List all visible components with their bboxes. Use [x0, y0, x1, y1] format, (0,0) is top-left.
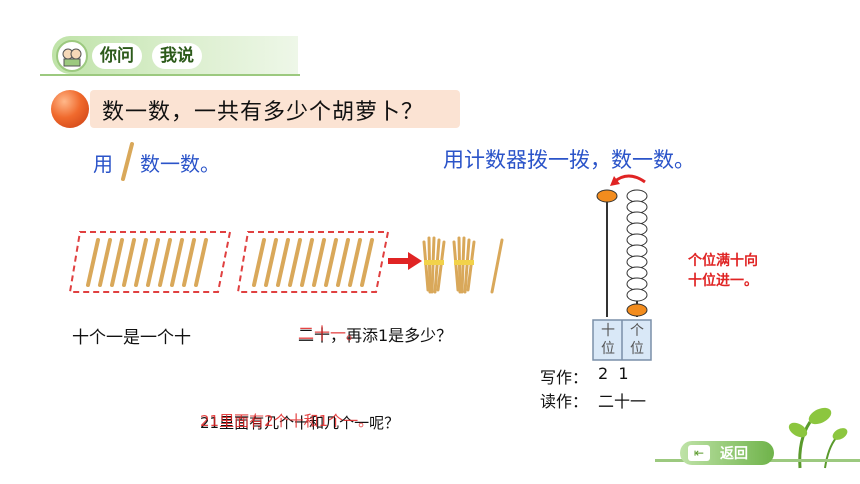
read-value: 二十一 — [598, 392, 647, 411]
caption-question: 二十，再添1是多少？ — [298, 326, 453, 345]
carry-note-line1: 个位满十向 — [688, 253, 758, 269]
banner-underline — [40, 74, 300, 76]
right-instruction: 用计数器拨一拨，数一数。 — [443, 148, 695, 172]
stick-group-1 — [68, 230, 233, 299]
tens-place-label: 十位 — [601, 323, 615, 357]
stick-bundles — [418, 234, 518, 302]
back-button[interactable]: ⇤ 返回 — [680, 441, 774, 465]
caption-ten-ones: 十个一是一个十 — [72, 328, 191, 348]
stick-group-2 — [236, 230, 391, 299]
bottom-answer: 21里面有2个十和1个一。 — [200, 412, 374, 430]
ones-place-label: 个位 — [630, 323, 644, 357]
left-instruction-suffix: 数一数。 — [140, 152, 220, 176]
bottom-question: 21里面有几个十和几个一呢？ — [200, 414, 400, 432]
sprout-icon — [770, 400, 850, 474]
written-value: 2 1 — [598, 364, 629, 383]
tab-wo-shuo: 我说 — [152, 43, 202, 69]
back-button-label: 返回 — [720, 446, 748, 462]
read-label: 读作： — [540, 392, 589, 411]
stick-icon — [118, 142, 138, 186]
written-label: 写作： — [540, 368, 589, 387]
tab-ni-wen: 你问 — [92, 43, 142, 69]
kids-icon — [56, 40, 88, 72]
question-ball-icon — [51, 90, 89, 128]
left-instruction-prefix: 用 — [93, 152, 113, 176]
carry-note-line2: 十位进一。 — [688, 273, 758, 289]
question-bar — [90, 90, 460, 128]
question-text: 数一数，一共有多少个胡萝卜？ — [102, 100, 425, 125]
back-arrow-icon: ⇤ — [688, 445, 710, 461]
caption-answer: 二十一。 — [298, 324, 363, 343]
abacus — [590, 172, 660, 376]
right-arrow-icon — [388, 252, 422, 274]
